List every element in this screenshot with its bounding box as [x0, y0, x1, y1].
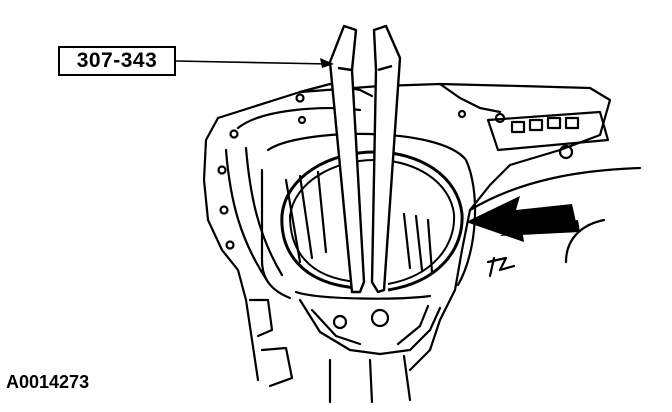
figure-id: A0014273: [6, 372, 90, 392]
tool-number-callout: 307-343: [58, 46, 176, 76]
